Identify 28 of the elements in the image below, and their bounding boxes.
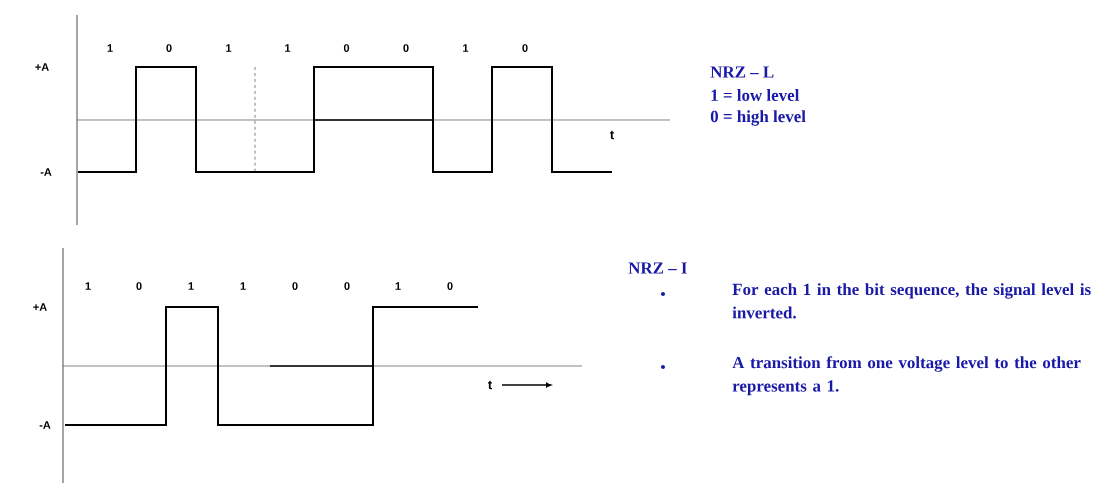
level-label: +A <box>35 63 49 71</box>
definition-text: 0 = high level <box>710 110 806 126</box>
axis-label: t <box>610 130 614 140</box>
level-label: -A <box>40 168 52 176</box>
bit-label: 0 <box>166 44 172 52</box>
bit-label: 0 <box>136 282 142 290</box>
bit-label: 1 <box>395 282 401 290</box>
definition-text: 1 = low level <box>711 89 800 101</box>
bit-label: 0 <box>522 44 528 52</box>
bit-label: 1 <box>188 282 194 290</box>
axis-label: t <box>488 380 492 390</box>
level-label: -A <box>39 421 51 429</box>
bit-label: 1 <box>463 44 469 52</box>
bit-label: 0 <box>344 282 350 290</box>
bit-label: 0 <box>447 282 453 290</box>
heading: NRZ – I <box>628 262 687 274</box>
bit-label: 1 <box>85 282 91 290</box>
bit-label: 0 <box>403 44 409 52</box>
bullet-text: A transition from one voltage level to the other represents a 1. <box>732 356 1081 396</box>
bullet-text: For each 1 in the bit sequence, the signal level is inverted. <box>732 283 1091 319</box>
bit-label: 1 <box>226 44 232 52</box>
bit-label: 0 <box>292 282 298 290</box>
heading: NRZ – L <box>710 66 774 78</box>
bit-label: 1 <box>285 44 291 52</box>
bit-label: 1 <box>240 282 246 290</box>
bit-label: 0 <box>343 44 350 52</box>
level-label: +A <box>33 303 47 311</box>
bit-label: 1 <box>107 44 113 52</box>
